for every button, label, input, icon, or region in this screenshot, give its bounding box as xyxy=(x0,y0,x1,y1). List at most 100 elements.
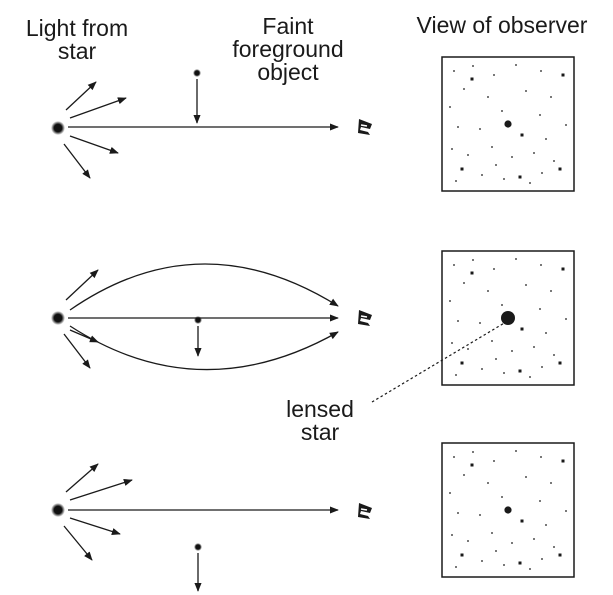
light-ray xyxy=(63,525,93,561)
background-star xyxy=(455,374,457,376)
background-star xyxy=(453,264,455,266)
label-faint-foreground-object: Faint foreground object xyxy=(213,15,363,84)
background-star xyxy=(553,160,555,162)
background-star xyxy=(558,167,562,171)
label-light-from-star-line1: Light from xyxy=(25,15,129,41)
background-star xyxy=(525,284,527,286)
background-star xyxy=(545,524,547,526)
background-star xyxy=(470,77,474,81)
background-star xyxy=(520,519,524,523)
background-star xyxy=(565,510,567,512)
background-star xyxy=(525,90,527,92)
lensed-star-leader xyxy=(371,321,507,403)
background-star xyxy=(493,74,495,76)
background-star xyxy=(449,300,451,302)
background-star xyxy=(511,350,513,352)
background-star xyxy=(479,322,481,324)
background-star xyxy=(487,482,489,484)
background-star xyxy=(501,496,503,498)
background-star xyxy=(479,514,481,516)
background-star xyxy=(550,290,552,292)
eye-icon xyxy=(357,502,373,520)
panel-after xyxy=(51,463,373,592)
background-star xyxy=(457,126,459,128)
light-ray xyxy=(69,479,133,501)
background-star xyxy=(467,154,469,156)
label-view-of-observer: View of observer xyxy=(416,12,588,38)
label-light-from-star: Light from star xyxy=(8,17,146,63)
background-star xyxy=(487,96,489,98)
background-star xyxy=(472,259,474,261)
star-icon xyxy=(51,121,65,135)
star-icon xyxy=(51,311,65,325)
label-faint-line2: foreground xyxy=(232,36,344,62)
background-star xyxy=(501,110,503,112)
label-faint-line3: object xyxy=(257,59,319,85)
background-star xyxy=(550,482,552,484)
foreground-object-icon xyxy=(194,543,202,551)
background-star xyxy=(457,512,459,514)
background-star xyxy=(518,561,522,565)
background-star xyxy=(451,148,453,150)
background-star xyxy=(463,88,465,90)
background-star xyxy=(561,459,565,463)
background-star xyxy=(539,114,541,116)
light-ray xyxy=(63,333,91,369)
background-star xyxy=(495,164,497,166)
background-star xyxy=(503,372,505,374)
background-star xyxy=(501,304,503,306)
background-star xyxy=(493,268,495,270)
light-ray xyxy=(65,463,99,493)
observed-star-before xyxy=(504,120,512,128)
label-lensed-star: lensed star xyxy=(272,398,368,444)
background-star xyxy=(451,534,453,536)
background-star xyxy=(503,178,505,180)
background-star xyxy=(540,70,542,72)
label-light-from-star-line2: star xyxy=(57,38,97,64)
background-star xyxy=(481,174,483,176)
background-star xyxy=(529,376,531,378)
light-ray xyxy=(65,269,99,301)
background-star xyxy=(518,175,522,179)
background-star xyxy=(520,133,524,137)
background-star xyxy=(540,456,542,458)
eye-icon xyxy=(357,118,373,136)
background-star xyxy=(525,476,527,478)
background-star xyxy=(460,167,464,171)
background-star xyxy=(470,271,474,275)
background-star xyxy=(550,96,552,98)
label-lensed-line1: lensed xyxy=(286,396,354,422)
background-star xyxy=(472,451,474,453)
background-star xyxy=(470,463,474,467)
background-star xyxy=(541,172,543,174)
background-star xyxy=(515,450,517,452)
background-star xyxy=(511,156,513,158)
background-star xyxy=(529,182,531,184)
background-star xyxy=(449,492,451,494)
background-star xyxy=(463,474,465,476)
background-star xyxy=(495,550,497,552)
label-faint-line1: Faint xyxy=(262,13,314,39)
light-ray xyxy=(63,143,91,179)
observed-star-after xyxy=(504,506,512,514)
background-star xyxy=(561,73,565,77)
star-icon xyxy=(51,503,65,517)
background-star xyxy=(558,553,562,557)
background-star xyxy=(491,146,493,148)
background-star xyxy=(545,332,547,334)
background-star xyxy=(495,358,497,360)
background-star xyxy=(457,320,459,322)
observed-star-during xyxy=(501,311,515,325)
background-star xyxy=(479,128,481,130)
background-star xyxy=(545,138,547,140)
label-lensed-line2: star xyxy=(300,419,340,445)
light-ray xyxy=(65,81,97,111)
background-star xyxy=(518,369,522,373)
background-star xyxy=(455,566,457,568)
background-star xyxy=(463,282,465,284)
background-star xyxy=(453,456,455,458)
background-star xyxy=(449,106,451,108)
background-star xyxy=(529,568,531,570)
background-star xyxy=(491,340,493,342)
